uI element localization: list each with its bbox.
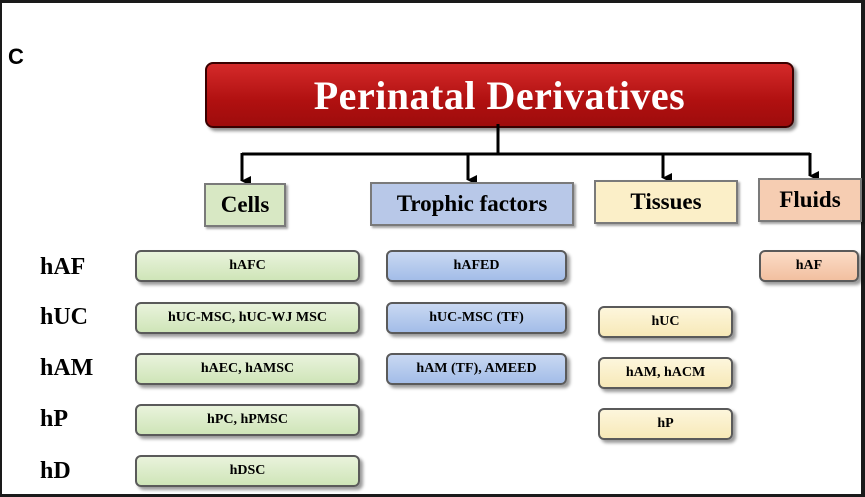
- frame-right-border: [861, 0, 865, 497]
- trophic-item-haf: hAFED: [386, 250, 567, 282]
- panel-letter: C: [8, 44, 24, 69]
- trophic-item-huc: hUC-MSC (TF): [386, 302, 567, 334]
- frame-bottom-border: [0, 494, 865, 497]
- tissues-item-ham: hAM, hACM: [598, 357, 733, 389]
- diagram-title: Perinatal Derivatives: [205, 62, 794, 128]
- header-fluids: Fluids: [758, 178, 862, 222]
- frame-top-border: [0, 0, 865, 3]
- row-label-ham: hAM: [40, 355, 94, 381]
- cells-item-haf: hAFC: [135, 250, 360, 282]
- row-label-haf: hAF: [40, 254, 86, 280]
- cells-item-hp: hPC, hPMSC: [135, 404, 360, 436]
- header-trophic-factors: Trophic factors: [370, 182, 574, 226]
- tissues-item-hp: hP: [598, 408, 733, 440]
- fluids-item-haf: hAF: [759, 250, 859, 282]
- cells-item-huc: hUC-MSC, hUC-WJ MSC: [135, 302, 360, 334]
- cells-item-hd: hDSC: [135, 455, 360, 487]
- header-tissues: Tissues: [594, 180, 738, 224]
- trophic-item-ham: hAM (TF), AMEED: [386, 353, 567, 385]
- frame-left-border: [0, 0, 2, 497]
- header-cells: Cells: [204, 183, 286, 227]
- row-label-huc: hUC: [40, 304, 89, 330]
- row-label-hd: hD: [40, 458, 71, 484]
- cells-item-ham: hAEC, hAMSC: [135, 353, 360, 385]
- tissues-item-huc: hUC: [598, 306, 733, 338]
- row-label-hp: hP: [40, 406, 69, 432]
